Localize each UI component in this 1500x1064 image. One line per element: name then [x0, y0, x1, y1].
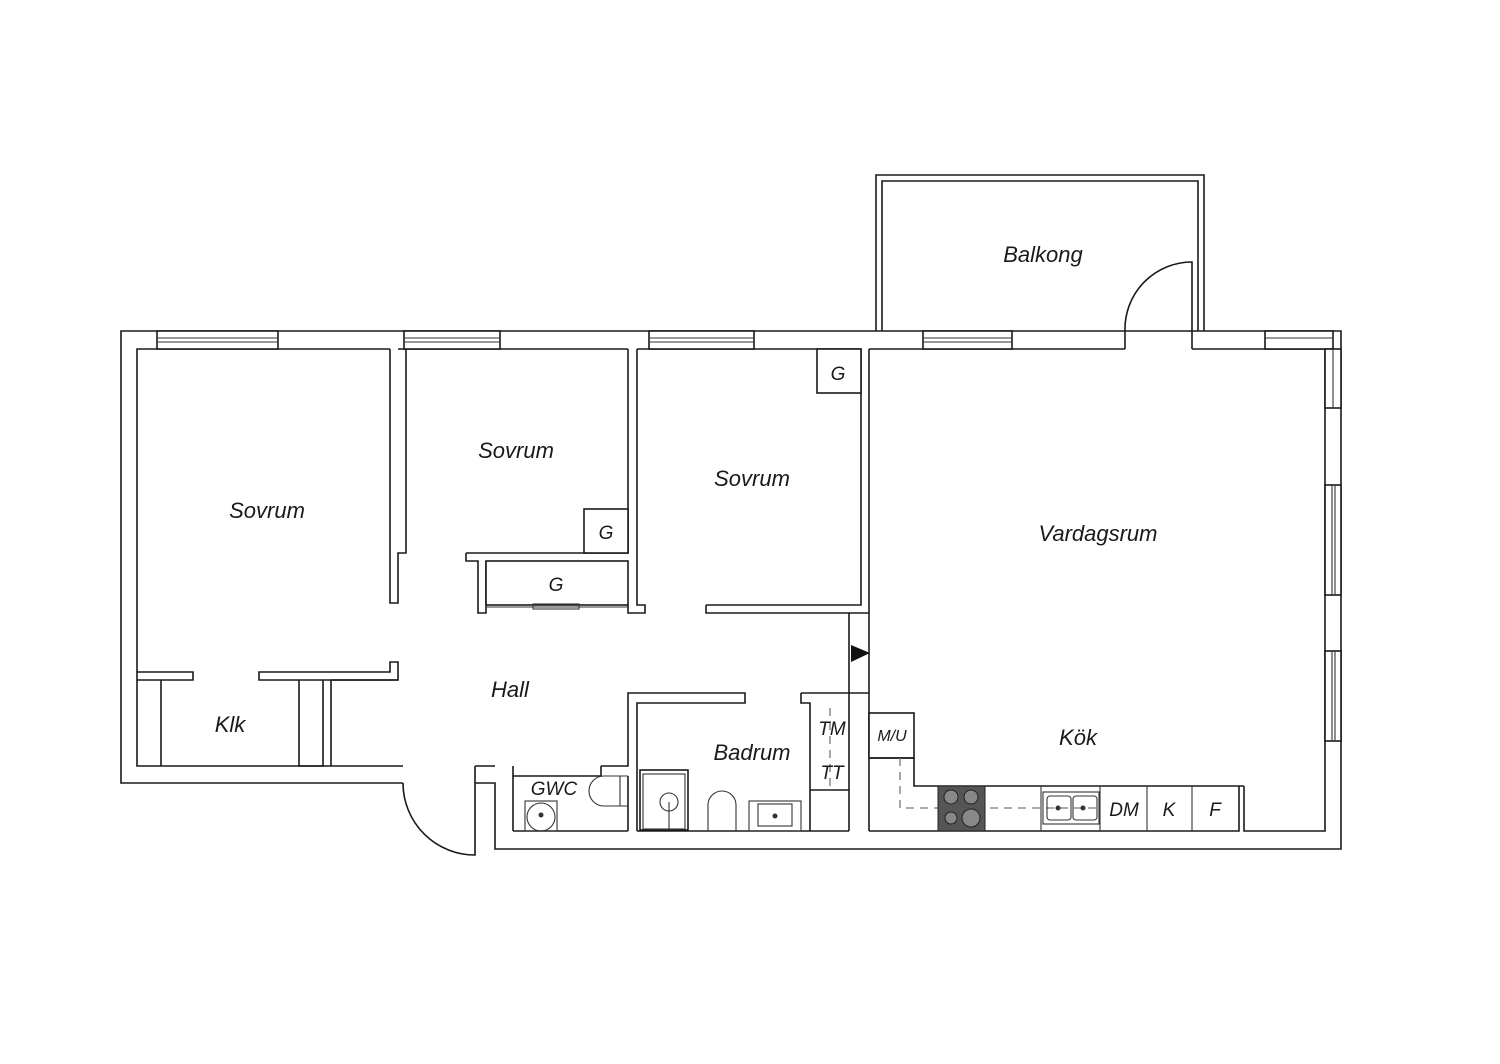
room-label-living-room: Vardagsrum: [1038, 521, 1157, 546]
balcony: [875, 174, 1205, 331]
wardrobe-2: [583, 508, 629, 554]
washing-machine-label: TM: [818, 719, 846, 740]
microwave-oven-label: M/U: [877, 728, 907, 745]
balcony-door[interactable]: [1124, 261, 1193, 349]
room-label-guest-wc: GWC: [531, 779, 578, 800]
room-label-balcony: Balkong: [1003, 242, 1083, 267]
wardrobe-1-label: G: [831, 364, 846, 385]
bathroom-fixtures: [639, 708, 831, 832]
wardrobe-1: [816, 348, 862, 394]
dishwasher-label: DM: [1109, 800, 1139, 821]
wardrobe-3-label: G: [549, 575, 564, 596]
windows: [156, 330, 1342, 742]
freezer-label: F: [1209, 800, 1222, 821]
tumble-dryer-label: TT: [820, 763, 845, 784]
guest-wc-fixtures: [524, 775, 628, 832]
interior-walls: [137, 349, 870, 831]
entry-arrow-icon: [851, 645, 870, 662]
room-label-closet: Klk: [215, 712, 247, 737]
outer-walls: [120, 330, 1342, 850]
sink-icon: [1042, 791, 1100, 825]
fridge-label: K: [1163, 800, 1177, 821]
room-label-bedroom-3: Sovrum: [714, 466, 790, 491]
room-label-kitchen: Kök: [1059, 725, 1098, 750]
wardrobe-2-label: G: [599, 523, 614, 544]
room-label-bedroom-2: Sovrum: [478, 438, 554, 463]
entrance-door[interactable]: [402, 766, 476, 856]
room-label-bathroom: Badrum: [713, 740, 790, 765]
room-label-bedroom-1: Sovrum: [229, 498, 305, 523]
kitchen-counter: [868, 712, 1244, 832]
room-label-hall: Hall: [491, 677, 530, 702]
